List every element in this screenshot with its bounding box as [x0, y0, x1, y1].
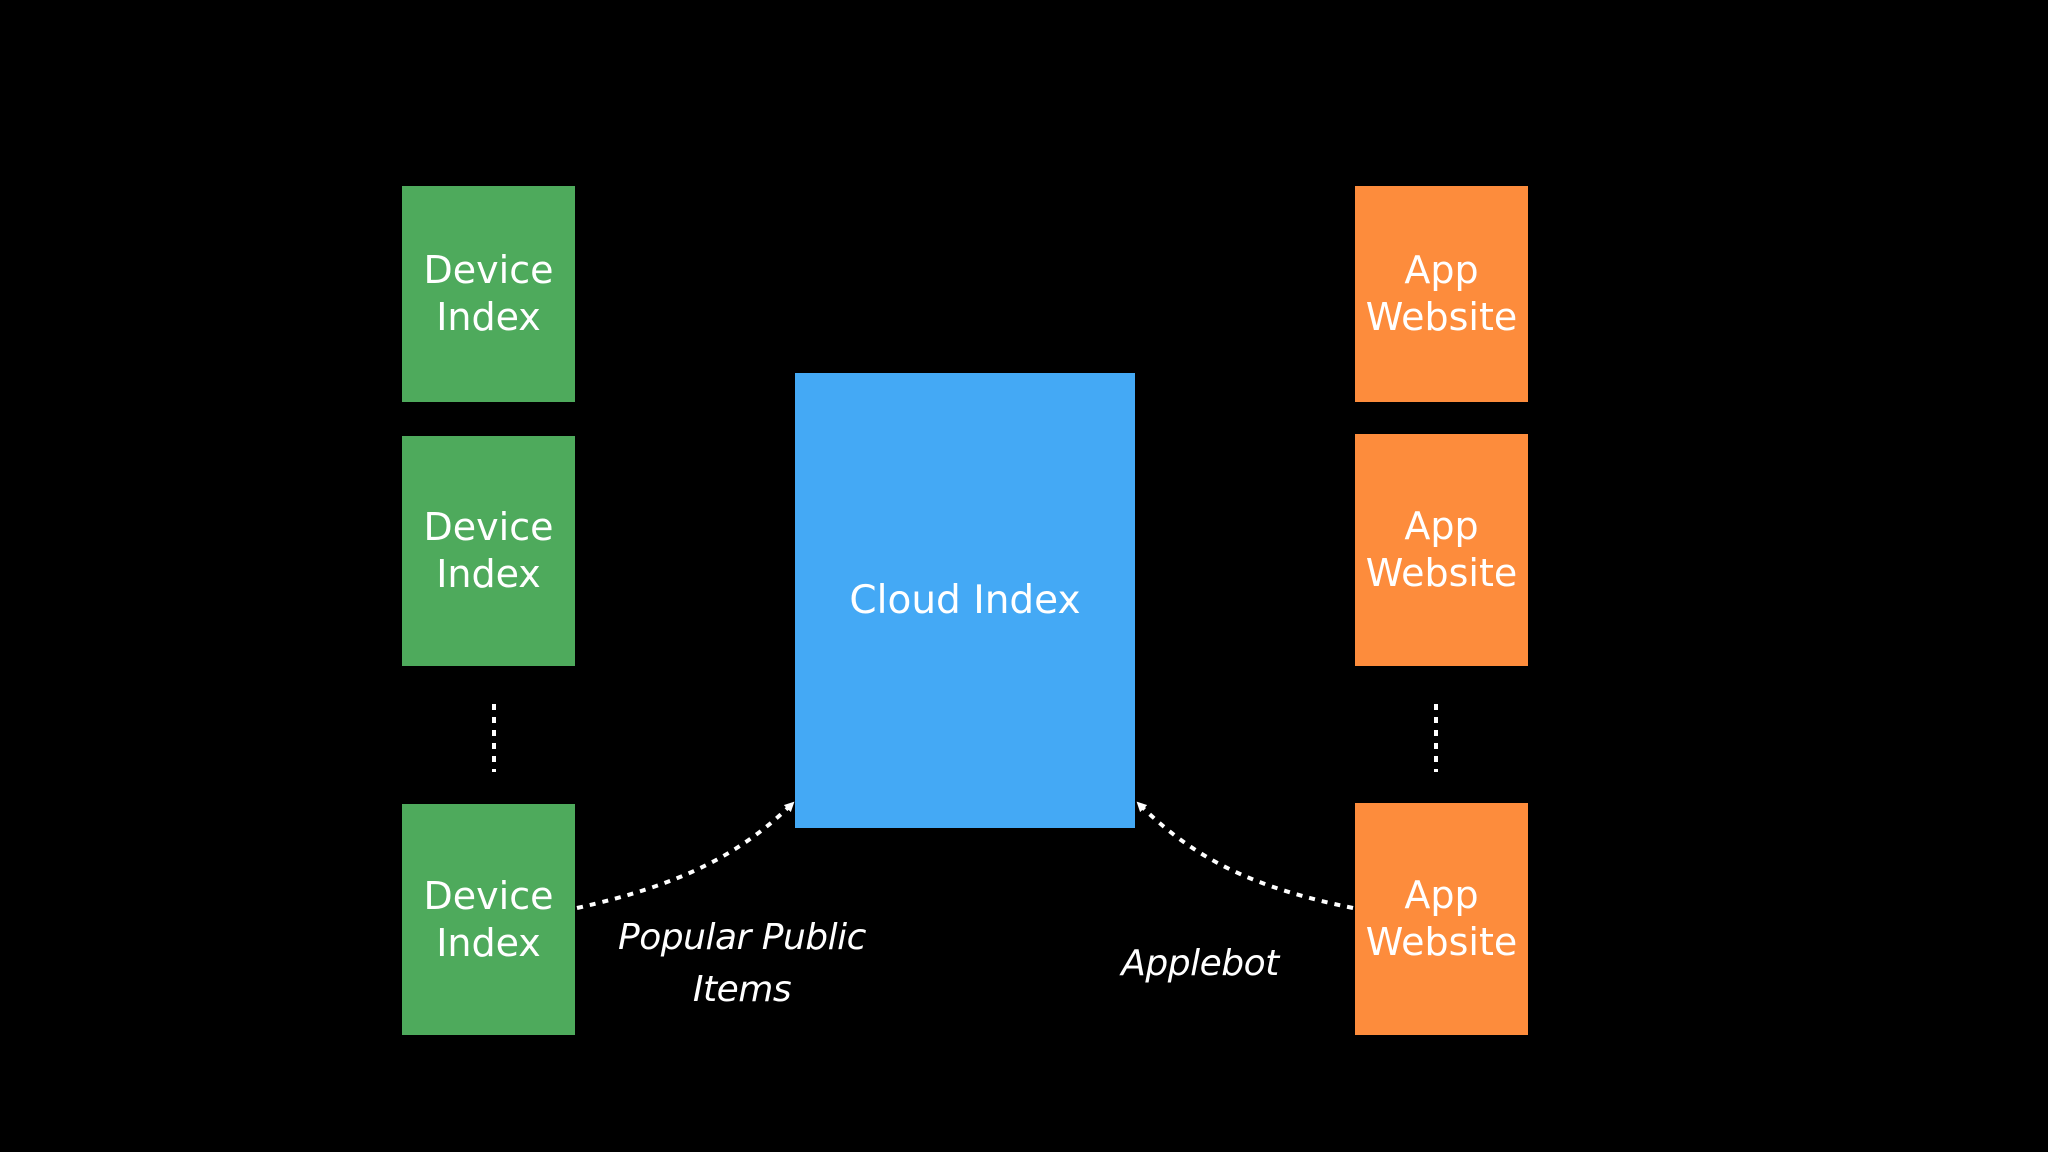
device-index-label-line2: Index	[436, 295, 541, 339]
app-website-label-line1: App	[1404, 248, 1479, 292]
popular-public-items-caption: Popular Public Items	[612, 912, 872, 1016]
applebot-caption: Applebot	[1110, 938, 1290, 990]
caption-line1: Popular Public	[618, 917, 866, 958]
popular-items-arrow	[576, 801, 795, 910]
device-index-label-line1: Device	[423, 505, 554, 549]
applebot-label: Applebot	[1121, 943, 1279, 984]
app-website-box-1: App Website	[1355, 186, 1528, 402]
app-website-label-line2: Website	[1365, 295, 1518, 339]
device-index-label-line2: Index	[436, 552, 541, 596]
app-website-label-line2: Website	[1365, 920, 1518, 964]
device-index-label-line1: Device	[423, 873, 554, 918]
app-website-label-line1: App	[1404, 504, 1479, 548]
cloud-index-box: Cloud Index	[795, 373, 1135, 828]
caption-line2: Items	[692, 969, 792, 1010]
device-index-label-line2: Index	[436, 920, 541, 965]
app-website-label-line2: Website	[1365, 551, 1518, 595]
device-index-box-3: Device Index	[402, 804, 575, 1035]
app-website-box-3: App Website	[1355, 803, 1528, 1035]
device-index-box-1: Device Index	[402, 186, 575, 402]
app-website-label-line1: App	[1404, 873, 1479, 917]
device-index-label-line1: Device	[423, 248, 554, 292]
device-index-box-2: Device Index	[402, 436, 575, 666]
applebot-arrow	[1136, 801, 1354, 910]
cloud-index-label: Cloud Index	[849, 578, 1081, 623]
app-website-box-2: App Website	[1355, 434, 1528, 666]
